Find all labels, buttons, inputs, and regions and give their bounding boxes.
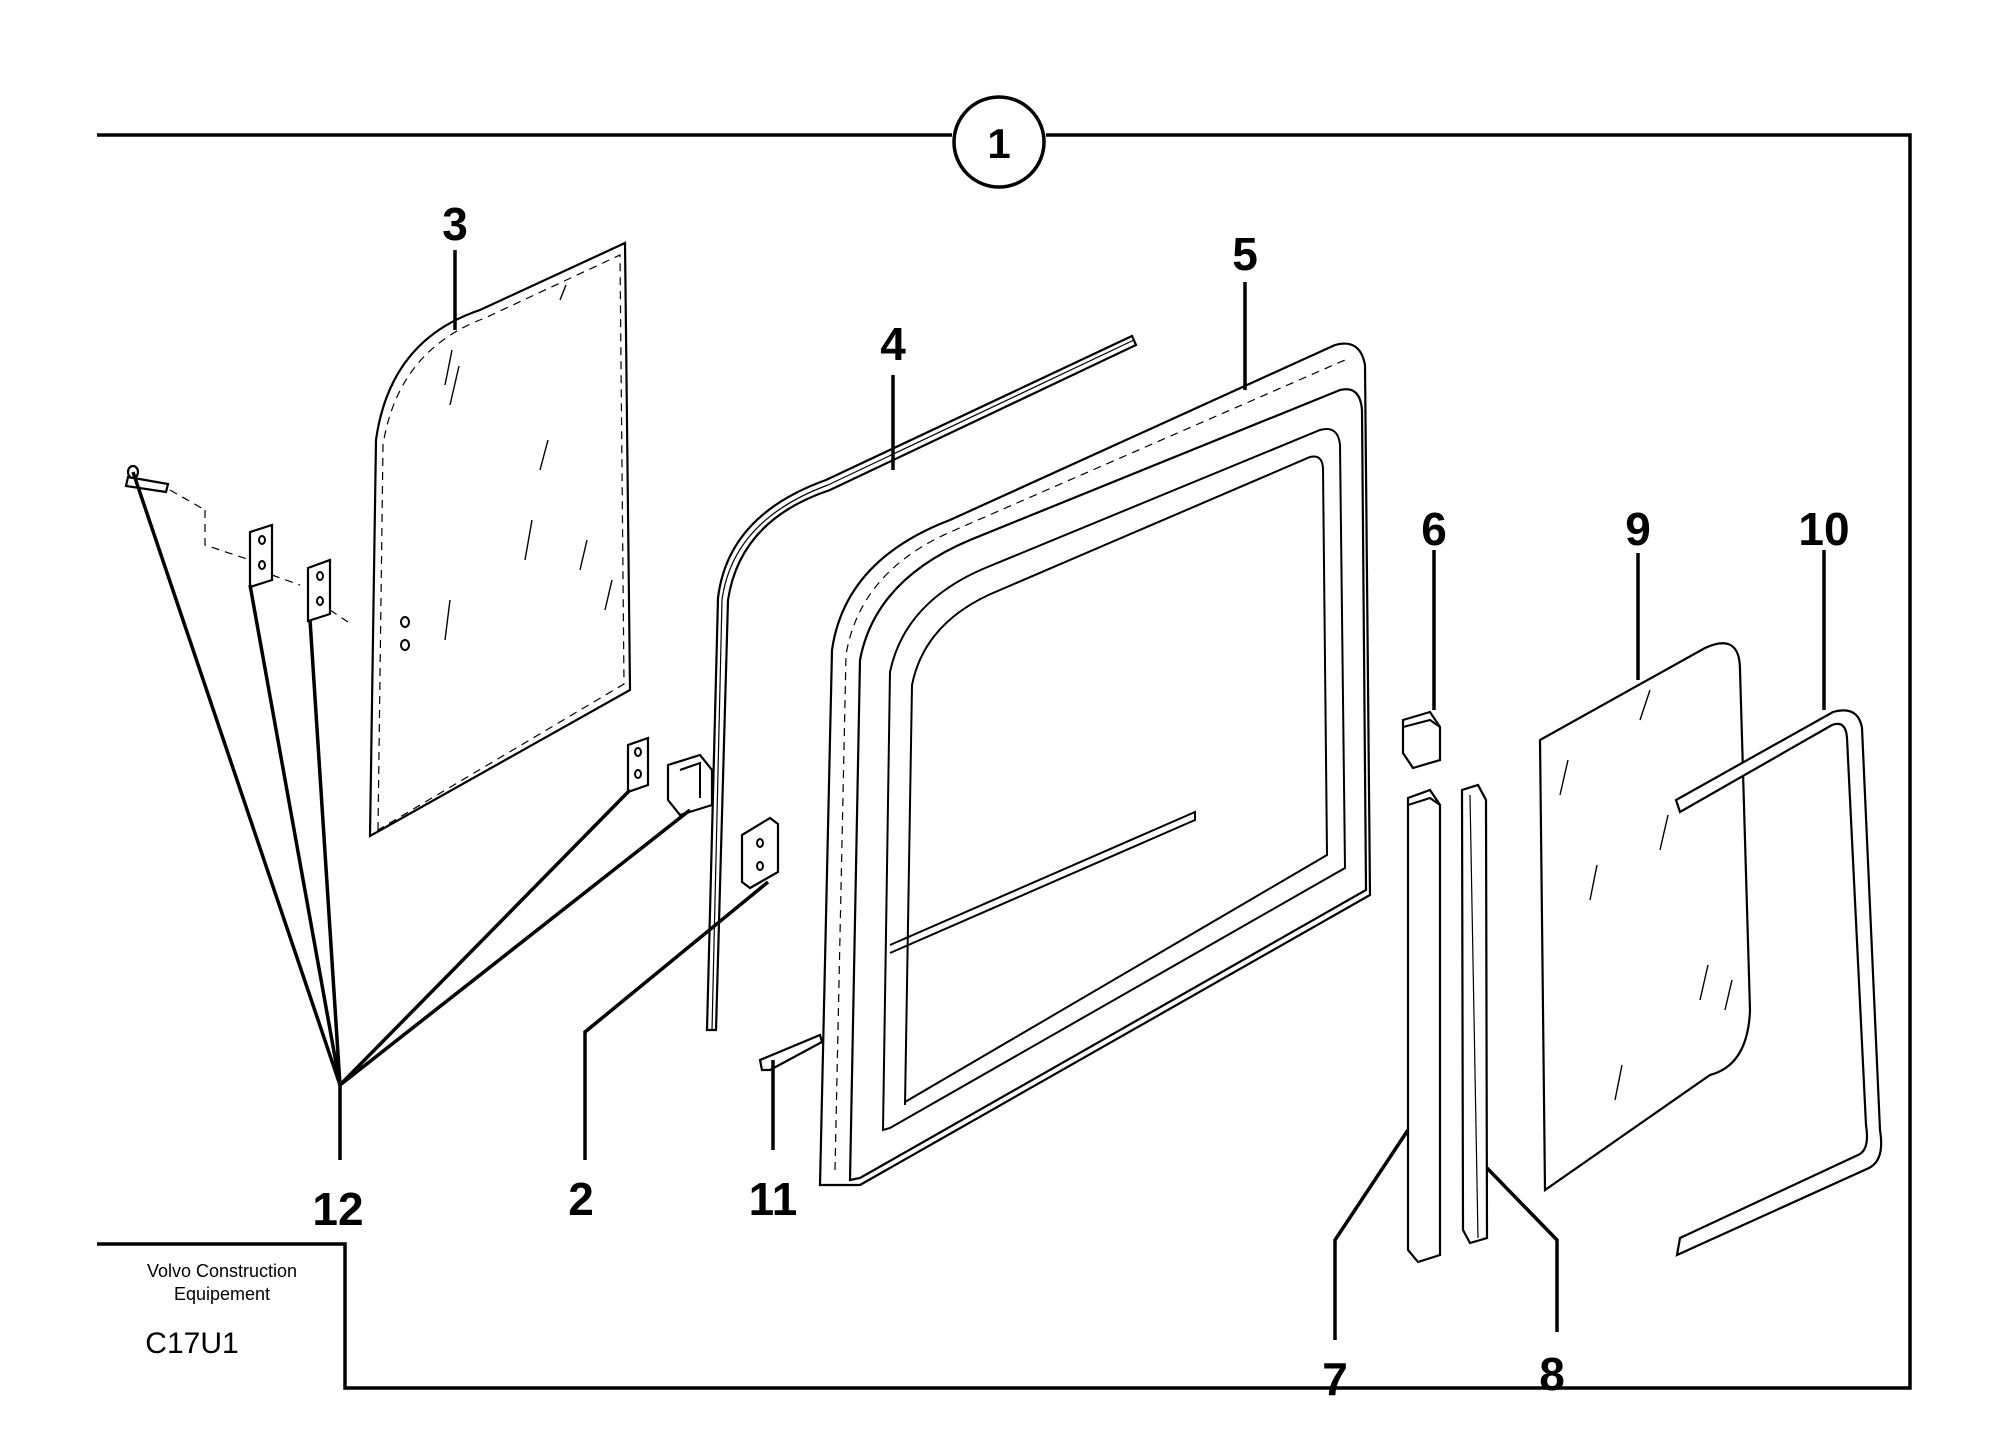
part-7-u-channel bbox=[1406, 788, 1442, 1264]
leader-lines bbox=[131, 250, 1826, 1340]
header-callout-circle bbox=[952, 95, 1046, 189]
callout-5: 5 bbox=[1232, 228, 1258, 280]
part-10-glass-seal bbox=[1674, 709, 1883, 1257]
callout-labels: 3 4 5 6 9 10 11 2 12 7 8 bbox=[312, 198, 1849, 1405]
callout-12: 12 bbox=[312, 1183, 363, 1235]
part-9-fixed-glass bbox=[1538, 642, 1752, 1193]
callout-6: 6 bbox=[1421, 503, 1447, 555]
title-drawing-code: C17U1 bbox=[145, 1327, 238, 1360]
part-8-rubber-strip bbox=[1460, 783, 1489, 1245]
callout-4: 4 bbox=[880, 318, 906, 370]
part-3-door-glass bbox=[368, 241, 632, 838]
callout-10: 10 bbox=[1798, 503, 1849, 555]
callout-9: 9 bbox=[1625, 503, 1651, 555]
part-2-hinge bbox=[740, 816, 780, 890]
callout-2: 2 bbox=[568, 1173, 594, 1225]
header-callout-label: 1 bbox=[987, 120, 1010, 167]
callout-7: 7 bbox=[1322, 1353, 1348, 1405]
part-4-seal-strip bbox=[705, 334, 1138, 1032]
part-12-pin-and-hinges bbox=[124, 464, 714, 817]
frame-border bbox=[97, 133, 1912, 1390]
title-company-line2: Equipement bbox=[174, 1284, 270, 1304]
part-5-window-frame bbox=[818, 342, 1372, 1187]
callout-8: 8 bbox=[1539, 1348, 1565, 1400]
part-6-clip bbox=[1401, 710, 1442, 770]
part-11-strip bbox=[758, 1033, 824, 1072]
callout-11: 11 bbox=[749, 1173, 798, 1225]
callout-3: 3 bbox=[442, 198, 468, 250]
title-company-line1: Volvo Construction bbox=[147, 1261, 297, 1281]
